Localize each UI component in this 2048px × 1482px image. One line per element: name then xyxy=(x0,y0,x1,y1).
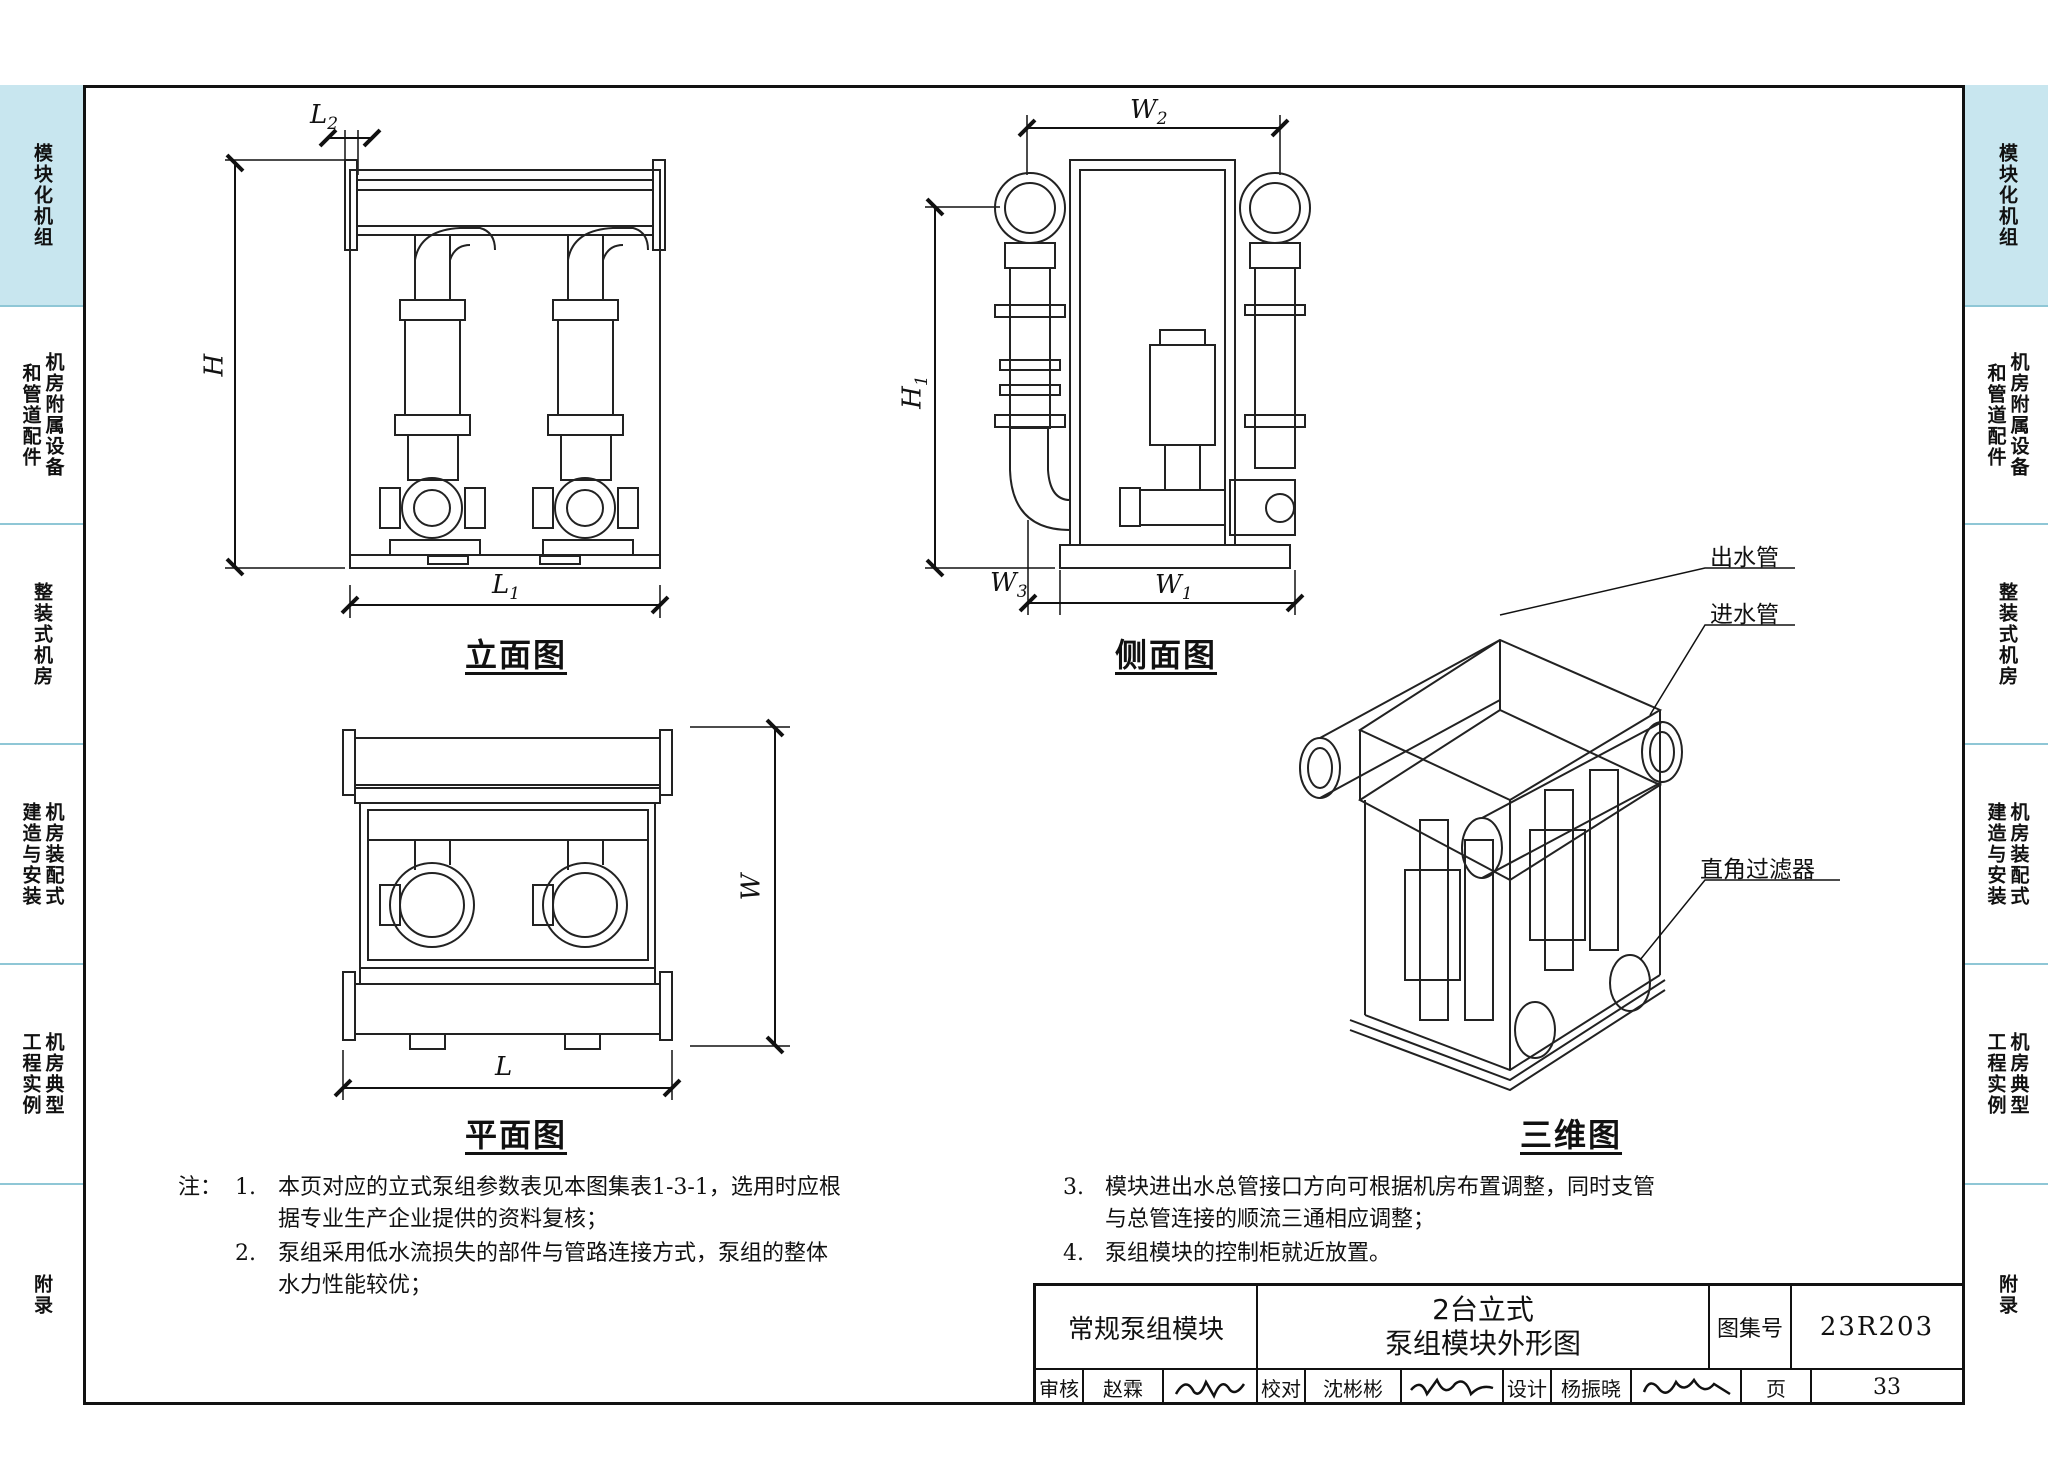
tab-label: 机房装配式 xyxy=(42,801,65,907)
check-label: 校对 xyxy=(1258,1370,1306,1404)
dimension-label-w: W xyxy=(736,873,767,901)
designer-signature xyxy=(1632,1370,1742,1404)
design-label: 设计 xyxy=(1504,1370,1552,1404)
note-3-number: 3. xyxy=(1063,1175,1084,1200)
tab-label: 模块化机组 xyxy=(31,142,53,248)
reviewer-signature xyxy=(1164,1370,1258,1404)
tab-engineering-examples-left[interactable]: 工程实例 机房典型 xyxy=(0,965,83,1185)
title-line-2: 泵组模块外形图 xyxy=(1384,1327,1581,1360)
tab-prefab-construction-left[interactable]: 建造与安装 机房装配式 xyxy=(0,745,83,965)
tab-label: 机房典型 xyxy=(42,1032,65,1116)
elevation-view-title: 立面图 xyxy=(465,636,568,674)
tab-appendix-left[interactable]: 附录 xyxy=(0,1185,83,1405)
note-3-line-2: 与总管连接的顺流三通相应调整； xyxy=(1105,1207,1436,1232)
atlas-number-label: 图集号 xyxy=(1710,1286,1792,1368)
tab-integrated-plant-right[interactable]: 整装式机房 xyxy=(1965,525,2048,745)
dimension-label-l: L xyxy=(495,1052,513,1082)
tab-auxiliary-equipment-left[interactable]: 和管道配件 机房附属设备 xyxy=(0,307,83,525)
plan-view-title: 平面图 xyxy=(465,1116,568,1154)
note-1-line-2: 据专业生产企业提供的资料复核； xyxy=(278,1207,609,1232)
note-2-number: 2. xyxy=(235,1241,256,1266)
signature-image xyxy=(1174,1379,1246,1399)
note-2-line-2: 水力性能较优； xyxy=(278,1273,433,1298)
checker-name: 沈彬彬 xyxy=(1306,1370,1402,1404)
dimension-label-h1: H1 xyxy=(897,375,932,409)
title-block: 常规泵组模块 2台立式 泵组模块外形图 图集号 23R203 审核 赵霖 校对 … xyxy=(1033,1283,1962,1404)
note-1-line-1: 本页对应的立式泵组参数表见本图集表1-3-1，选用时应根 xyxy=(278,1175,841,1200)
note-4-line-1: 泵组模块的控制柜就近放置。 xyxy=(1105,1241,1392,1266)
atlas-number: 23R203 xyxy=(1819,1312,1935,1342)
tab-label: 整装式机房 xyxy=(31,581,53,687)
note-2-line-1: 泵组采用低水流损失的部件与管路连接方式，泵组的整体 xyxy=(278,1241,829,1266)
title-block-title: 2台立式 泵组模块外形图 xyxy=(1258,1286,1710,1368)
elevation-view xyxy=(225,128,670,618)
drawing-frame xyxy=(83,85,1965,1405)
tab-modular-units-left[interactable]: 模块化机组 xyxy=(0,85,83,307)
tab-label: 附录 xyxy=(31,1274,53,1316)
tab-label-line2: 和管道配件 xyxy=(1984,362,2007,468)
page-number: 33 xyxy=(1873,1374,1901,1400)
tab-label-line2: 工程实例 xyxy=(1984,1032,2007,1116)
reviewer-name: 赵霖 xyxy=(1084,1370,1164,1404)
tab-label: 整装式机房 xyxy=(1996,581,2018,687)
review-label: 审核 xyxy=(1036,1370,1084,1404)
tab-label: 附录 xyxy=(1996,1274,2018,1316)
tab-label-line2: 建造与安装 xyxy=(1984,801,2007,907)
title-line-1: 2台立式 xyxy=(1432,1293,1534,1326)
tab-label-line2: 工程实例 xyxy=(19,1032,42,1116)
tab-label: 机房附属设备 xyxy=(2007,352,2030,478)
tab-label-line2: 建造与安装 xyxy=(19,801,42,907)
title-block-divider xyxy=(1036,1368,1962,1370)
plan-view xyxy=(333,718,790,1100)
callout-outlet-pipe: 出水管 xyxy=(1710,545,1779,571)
dimension-label-w3: W3 xyxy=(990,568,1028,603)
signature-image xyxy=(1642,1377,1731,1396)
dimension-label-w1: W1 xyxy=(1155,570,1193,605)
notes-label: 注： xyxy=(178,1175,223,1200)
tab-engineering-examples-right[interactable]: 工程实例 机房典型 xyxy=(1965,965,2048,1185)
tab-modular-units-right[interactable]: 模块化机组 xyxy=(1965,85,2048,307)
callout-inlet-pipe: 进水管 xyxy=(1710,602,1779,628)
note-4-number: 4. xyxy=(1063,1241,1084,1266)
dimension-label-l2: L2 xyxy=(310,100,339,135)
tab-label: 模块化机组 xyxy=(1996,142,2018,248)
dimension-label-l1: L1 xyxy=(492,570,521,605)
side-view xyxy=(925,115,1311,615)
side-view-title: 侧面图 xyxy=(1115,636,1218,674)
note-1-number: 1. xyxy=(235,1175,256,1200)
tab-label: 机房典型 xyxy=(2007,1032,2030,1116)
page-label: 页 xyxy=(1742,1370,1812,1404)
three-d-view xyxy=(1299,567,1840,1092)
tab-integrated-plant-left[interactable]: 整装式机房 xyxy=(0,525,83,745)
callout-right-angle-filter: 直角过滤器 xyxy=(1700,857,1815,883)
title-block-category: 常规泵组模块 xyxy=(1036,1286,1258,1368)
tab-label: 机房装配式 xyxy=(2007,801,2030,907)
tab-auxiliary-equipment-right[interactable]: 和管道配件 机房附属设备 xyxy=(1965,307,2048,525)
three-d-view-title: 三维图 xyxy=(1520,1116,1623,1154)
checker-signature xyxy=(1402,1370,1504,1404)
tab-prefab-construction-right[interactable]: 建造与安装 机房装配式 xyxy=(1965,745,2048,965)
dimension-label-h: H xyxy=(199,353,230,377)
designer-name: 杨振晓 xyxy=(1552,1370,1632,1404)
signature-image xyxy=(1410,1377,1494,1397)
tab-label-line2: 和管道配件 xyxy=(19,362,42,468)
dimension-label-w2: W2 xyxy=(1130,95,1168,130)
tab-label: 机房附属设备 xyxy=(42,352,65,478)
tab-appendix-right[interactable]: 附录 xyxy=(1965,1185,2048,1405)
note-3-line-1: 模块进出水总管接口方向可根据机房布置调整，同时支管 xyxy=(1105,1175,1656,1200)
